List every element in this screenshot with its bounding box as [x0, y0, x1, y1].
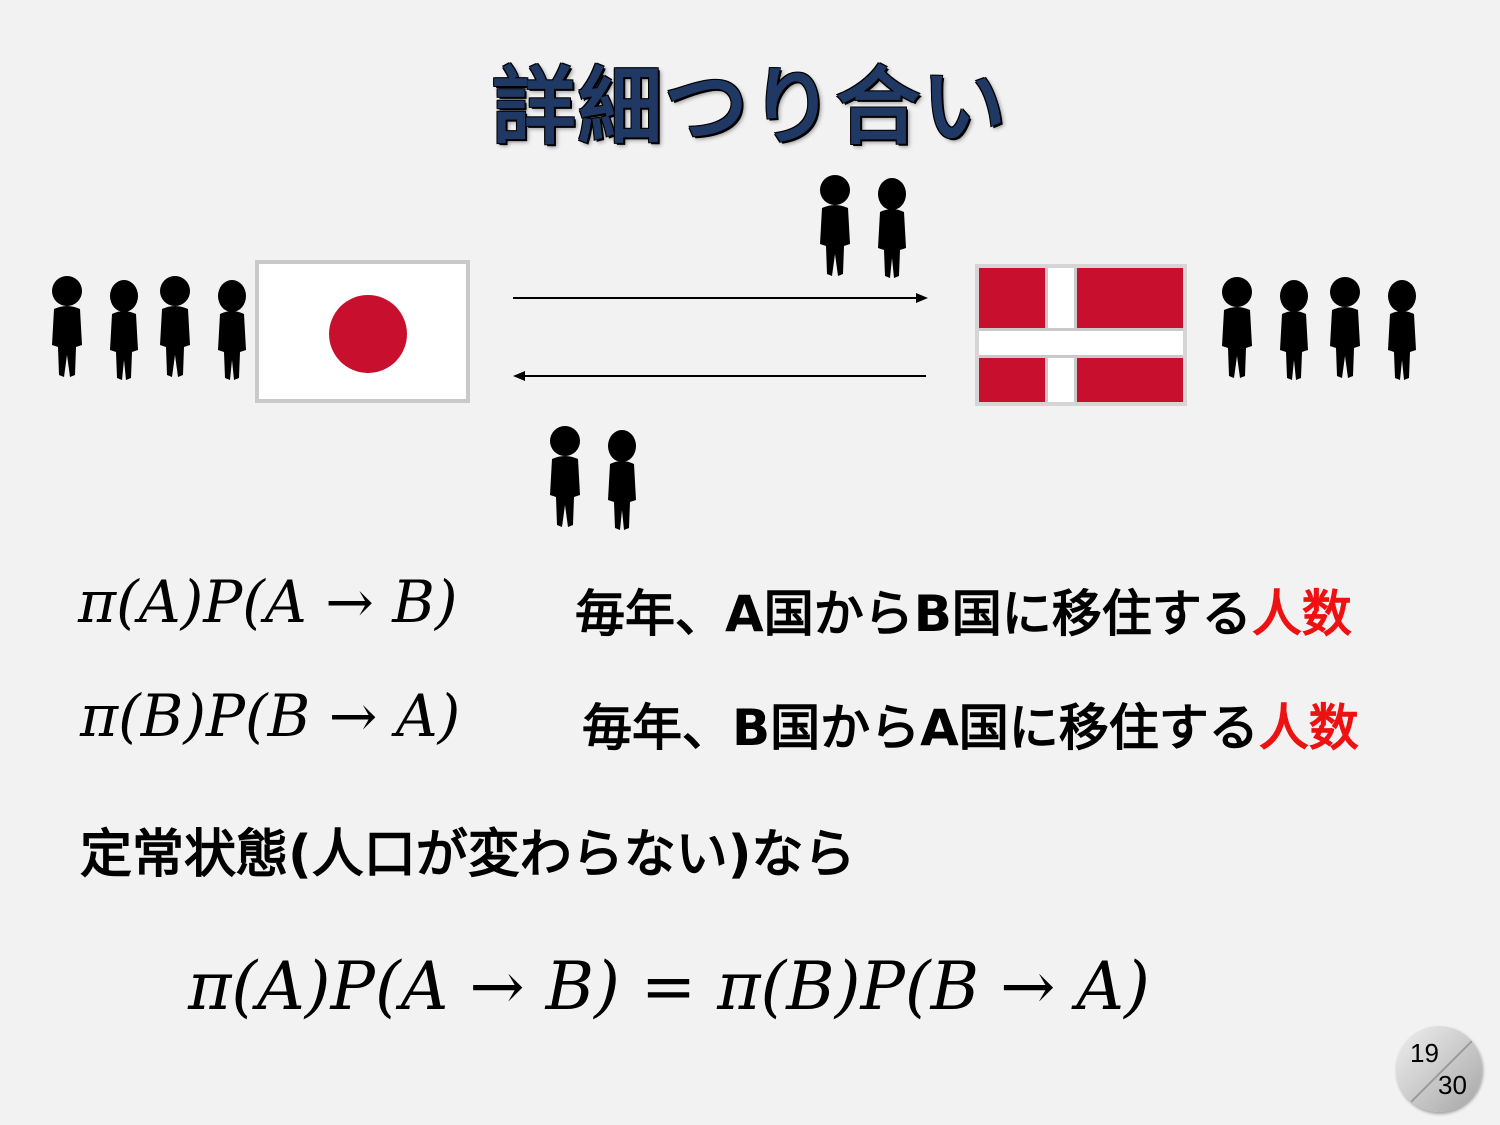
person-icon — [875, 178, 909, 283]
person-icon — [548, 425, 582, 530]
page-current: 19 — [1410, 1038, 1439, 1068]
person-icon — [50, 275, 84, 380]
person-icon — [605, 430, 639, 535]
description-b-to-a: 毎年、B国からA国に移住する人数 — [582, 688, 1359, 760]
steady-state-condition: 定常状態(人口が変わらない)なら — [80, 825, 856, 885]
description-a-to-b-highlight: 人数 — [1251, 585, 1352, 643]
japan-flag-sun — [329, 295, 407, 373]
person-icon — [215, 280, 249, 385]
page-total: 30 — [1438, 1070, 1467, 1100]
description-a-to-b-text: 毎年、A国からB国に移住する — [575, 585, 1252, 643]
slide-title: 詳細つり合い — [491, 58, 1008, 156]
denmark-flag-cross-horizontal — [979, 328, 1183, 358]
person-icon — [1220, 276, 1254, 381]
person-icon — [107, 280, 141, 385]
description-b-to-a-text: 毎年、B国からA国に移住する — [582, 699, 1259, 757]
denmark-flag-icon — [975, 264, 1187, 406]
arrow-left-icon — [513, 371, 926, 381]
person-icon — [1385, 280, 1419, 385]
japan-flag-icon — [255, 260, 470, 403]
person-icon — [158, 275, 192, 380]
person-icon — [818, 174, 852, 279]
migration-arrows — [513, 293, 928, 381]
equation-a-to-b: π(A)P(A → B) — [78, 568, 458, 636]
person-icon — [1277, 280, 1311, 385]
person-icon — [1328, 276, 1362, 381]
description-b-to-a-highlight: 人数 — [1258, 699, 1359, 757]
description-a-to-b: 毎年、A国からB国に移住する人数 — [575, 574, 1352, 646]
detailed-balance-equation: π(A)P(A → B) = π(B)P(B → A) — [188, 948, 1150, 1025]
arrow-right-icon — [513, 293, 928, 303]
page-number-badge: 19 30 — [1396, 1026, 1482, 1112]
equation-b-to-a: π(B)P(B → A) — [80, 682, 461, 750]
